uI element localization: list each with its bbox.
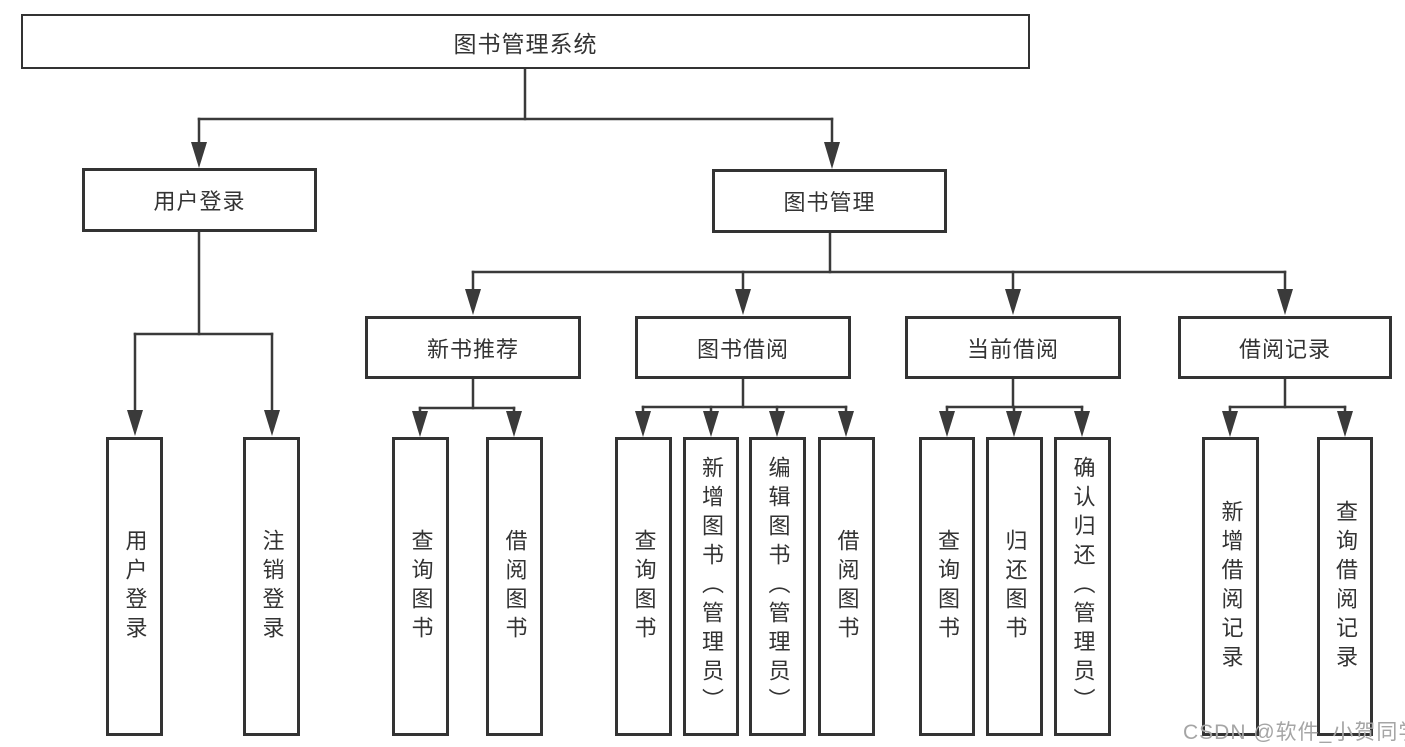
node-label: 归还图书 (1002, 528, 1028, 645)
leaf-add-borrow-record: 新增借阅记录 (1202, 437, 1259, 736)
node-label: 查询图书 (935, 528, 960, 645)
node-current-borrowing: 当前借阅 (905, 316, 1121, 379)
node-label: 借阅记录 (1238, 336, 1331, 362)
node-label: 当前借阅 (966, 336, 1059, 362)
node-new-book-recommendation: 新书推荐 (365, 316, 581, 379)
node-label: 注销登录 (259, 528, 285, 645)
node-label: 新增图书（管理员） (699, 456, 724, 717)
node-label: 图书管理 (783, 190, 876, 215)
node-borrowing-records: 借阅记录 (1178, 316, 1392, 379)
node-label: 新增借阅记录 (1218, 499, 1244, 674)
node-label: 新书推荐 (426, 336, 519, 362)
csdn-watermark: CSDN @软件_小贺同学 (1183, 721, 1405, 744)
leaf-query-books-borrowing: 查询图书 (615, 437, 672, 736)
leaf-edit-book-admin: 编辑图书（管理员） (749, 437, 806, 736)
node-label: 查询借阅记录 (1333, 499, 1358, 674)
leaf-return-books: 归还图书 (986, 437, 1043, 736)
node-label: 编辑图书（管理员） (765, 456, 791, 717)
leaf-add-book-admin: 新增图书（管理员） (683, 437, 739, 736)
node-label: 图书管理系统 (453, 30, 598, 57)
leaf-confirm-return-admin: 确认归还（管理员） (1054, 437, 1111, 736)
leaf-logout-login: 注销登录 (243, 437, 300, 736)
node-library-management-system: 图书管理系统 (21, 14, 1030, 69)
leaf-user-login: 用户登录 (106, 437, 163, 736)
node-label: 查询图书 (631, 528, 657, 645)
node-label: 借阅图书 (834, 528, 860, 645)
leaf-query-books-recommend: 查询图书 (392, 437, 449, 736)
node-label: 用户登录 (153, 189, 246, 214)
node-label: 确认归还（管理员） (1070, 456, 1096, 717)
node-label: 借阅图书 (502, 528, 528, 645)
leaf-borrow-books-borrowing: 借阅图书 (818, 437, 875, 736)
leaf-query-borrow-record: 查询借阅记录 (1317, 437, 1373, 736)
leaf-query-books-current: 查询图书 (919, 437, 975, 736)
node-label: 图书借阅 (696, 336, 789, 362)
node-book-borrowing: 图书借阅 (635, 316, 851, 379)
node-book-management: 图书管理 (712, 169, 947, 233)
node-label: 查询图书 (408, 528, 434, 645)
leaf-borrow-books-recommend: 借阅图书 (486, 437, 543, 736)
node-user-login: 用户登录 (82, 168, 317, 232)
node-label: 用户登录 (122, 528, 148, 645)
